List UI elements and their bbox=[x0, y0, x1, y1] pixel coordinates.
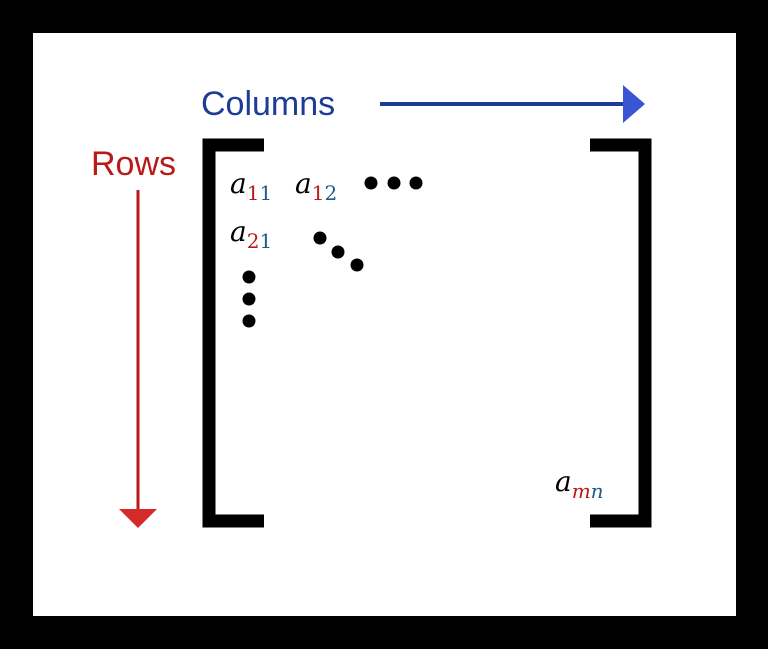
columns-label: Columns bbox=[201, 85, 335, 123]
matrix-diagram: Columns Rows a11 a12 a bbox=[91, 85, 652, 528]
left-bracket bbox=[202, 138, 264, 528]
horizontal-ellipsis bbox=[364, 176, 423, 190]
rows-label: Rows bbox=[91, 145, 176, 183]
diagram-canvas: Columns Rows a11 a12 a bbox=[33, 33, 736, 616]
diagonal-ellipsis bbox=[313, 231, 364, 272]
arrow-right-icon bbox=[380, 85, 645, 123]
arrow-down-icon bbox=[119, 190, 157, 528]
element-a11: a11 bbox=[230, 167, 272, 205]
vertical-ellipsis bbox=[242, 270, 256, 328]
right-bracket bbox=[590, 138, 652, 528]
element-a12: a12 bbox=[295, 167, 337, 205]
element-amn: amn bbox=[555, 465, 604, 503]
element-a21: a21 bbox=[230, 215, 272, 253]
